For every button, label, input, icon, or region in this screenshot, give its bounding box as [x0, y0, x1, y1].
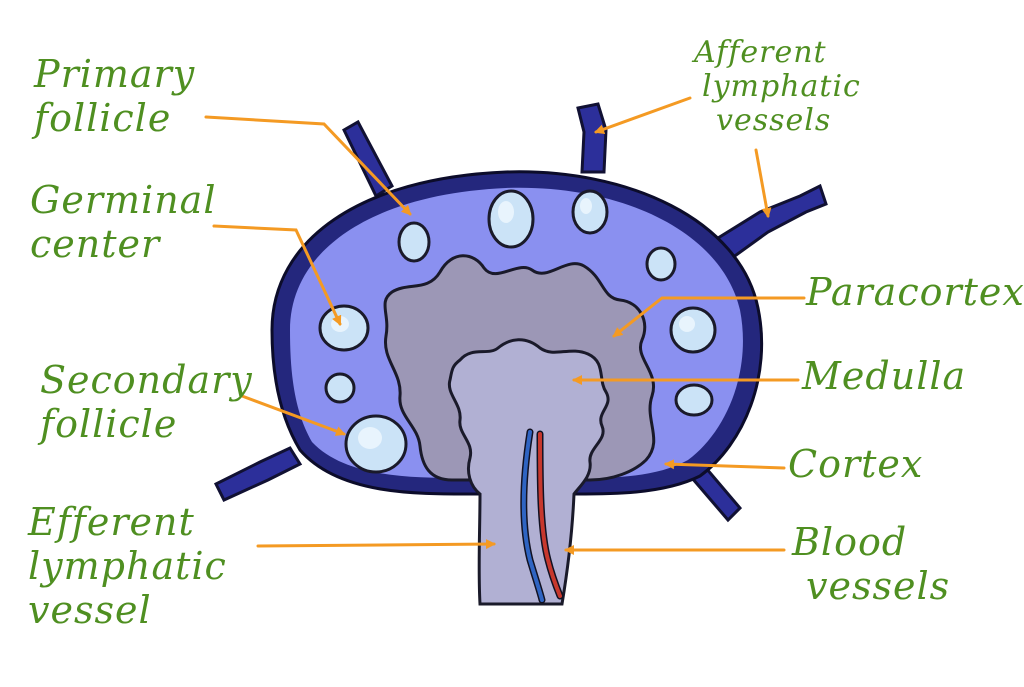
lymphatic-vessel-stubs: [213, 102, 828, 523]
paracortex-arrow: [612, 296, 806, 338]
afferent-vessel-top-left: [342, 119, 394, 199]
efferent-lymphatic-vessel-label: Efferent lymphatic vessel: [28, 500, 227, 632]
label-line: vessel: [28, 588, 152, 632]
cortex-arrow: [664, 459, 786, 470]
label-line: Blood: [792, 520, 908, 564]
afferent-vessel-right: [715, 183, 828, 261]
label-line: Primary: [34, 52, 196, 96]
afferent-vessel-right-arrow: [754, 148, 772, 218]
primary-follicle-label: Primary follicle: [34, 52, 195, 140]
label-line: Germinal: [30, 178, 217, 222]
vessel-stub-bottom-left: [213, 446, 303, 502]
label-line: lymphatic: [28, 544, 227, 588]
primary-follicle-arrow: [204, 115, 412, 216]
label-line: Efferent: [28, 500, 195, 544]
follicle-highlight: [679, 316, 695, 332]
germinal-center-label: Germinal center: [30, 178, 216, 266]
follicle: [669, 306, 717, 354]
germinal-center-arrow: [212, 224, 342, 326]
afferent-lymphatic-vessels-label: Afferent lymphatic vessels: [694, 36, 861, 138]
afferent-vessel-top-arrow: [594, 96, 692, 134]
artery: [538, 432, 562, 598]
label-line: Afferent: [694, 35, 827, 70]
label-line: Secondary: [40, 358, 253, 402]
vein: [521, 430, 544, 602]
cortex-label: Cortex: [788, 442, 924, 486]
label-line: vessels: [806, 564, 951, 608]
efferent-vessel-arrow: [256, 539, 496, 550]
follicle: [645, 246, 677, 282]
follicle: [674, 383, 714, 417]
label-arrows: [204, 96, 806, 555]
follicle-highlight: [580, 198, 592, 214]
paracortex-label: Paracortex: [806, 270, 1024, 314]
follicle: [324, 372, 356, 404]
follicle-highlights: [331, 198, 695, 449]
follicle: [571, 189, 609, 235]
secondary-follicle-label: Secondary follicle: [40, 358, 253, 446]
label-line: center: [30, 222, 161, 266]
label-line: lymphatic: [702, 69, 861, 104]
follicle-highlight: [498, 201, 514, 223]
label-line: follicle: [40, 402, 178, 446]
afferent-vessel-top: [576, 102, 608, 174]
medulla-label: Medulla: [802, 354, 967, 398]
blood-vessels: [520, 428, 564, 604]
blood-vessels-label: Blood vessels: [792, 520, 950, 608]
follicle-highlight: [358, 427, 382, 449]
primary-follicle: [397, 221, 431, 263]
label-line: vessels: [716, 103, 832, 138]
label-line: follicle: [34, 96, 172, 140]
secondary-follicle-arrow: [240, 394, 346, 436]
